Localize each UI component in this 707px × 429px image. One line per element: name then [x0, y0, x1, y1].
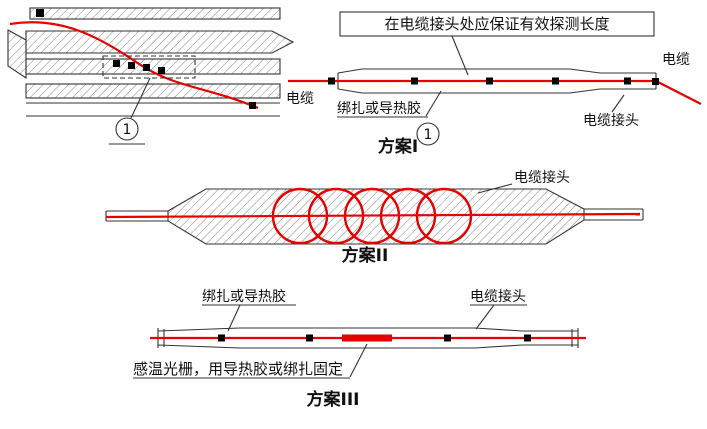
note-box: [339, 11, 655, 37]
grating-leader: [349, 343, 368, 378]
callout-leader: [130, 77, 151, 119]
scheme3-title: 方案III: [307, 389, 360, 410]
binding-leader: [425, 90, 442, 117]
tray-layer-2-arrow: [25, 30, 295, 54]
joint-label: 电缆接头: [470, 288, 526, 305]
joint-leader: [611, 94, 625, 113]
binding-label: 绑扎或导热胶: [202, 288, 286, 305]
fixing-clip: [113, 60, 120, 67]
fiber-cable-red: [105, 212, 641, 219]
fixing-clip: [552, 77, 559, 85]
fixing-clip: [624, 77, 631, 85]
cable-label-left: 电缆: [286, 91, 314, 107]
binding-label: 绑扎或导热胶: [337, 100, 421, 117]
callout-number: 1: [123, 122, 132, 138]
fiber-fix-points: [113, 60, 256, 109]
callout-number: 1: [424, 127, 433, 143]
coil-loop: [415, 187, 473, 245]
joint-leader: [475, 304, 495, 330]
detail-dashed-box: [102, 55, 196, 79]
fixing-clips: [218, 334, 531, 342]
coil-loop: [307, 187, 365, 245]
fixing-clip: [306, 334, 313, 342]
joint-outline: [157, 327, 578, 349]
scheme3: 绑扎或导热胶 电缆接头 感温光栅，用导热胶或绑扎固定 方案III: [133, 288, 586, 410]
note-label: 在电缆接头处应保证有效探测长度: [384, 15, 609, 33]
coil-loop: [379, 187, 437, 245]
joint-label: 电缆接头: [583, 112, 639, 129]
grating-label: 感温光栅，用导热胶或绑扎固定: [133, 360, 343, 378]
fixing-clip: [411, 77, 418, 85]
fixing-clip: [143, 64, 150, 71]
fiber-end-dot: [249, 102, 256, 109]
callout-circle: [115, 117, 139, 141]
callout-circle: [416, 122, 440, 146]
fixing-clip: [486, 77, 493, 85]
coil-loop: [271, 187, 329, 245]
tray-left-slant: [7, 29, 27, 80]
binding-leader: [227, 304, 241, 332]
scheme2-title: 方案II: [342, 245, 389, 266]
fixing-clip: [444, 334, 451, 342]
scheme2: 电缆接头 方案II: [105, 169, 644, 266]
fixing-clip: [36, 9, 44, 17]
fixing-clip: [128, 62, 135, 69]
fixing-clip: [328, 77, 335, 85]
fixing-clip: [158, 67, 165, 74]
joint-outline: [337, 68, 657, 94]
joint-label: 电缆接头: [514, 169, 570, 186]
fiber-coil: [271, 187, 473, 245]
tray-layer-1: [29, 7, 281, 20]
fixing-clip: [524, 334, 531, 342]
scheme1-title: 方案I: [378, 136, 418, 157]
fixing-clip: [652, 78, 659, 85]
tray-detail-view: 1: [7, 7, 295, 145]
tray-layer-4: [25, 83, 281, 99]
cable-label-right: 电缆: [662, 52, 690, 68]
fixing-clip: [218, 334, 225, 342]
fiber-cable-red: [9, 21, 259, 110]
coil-loop: [343, 187, 401, 245]
joint-leader: [477, 183, 513, 194]
scheme1: 在电缆接头处应保证有效探测长度 电缆 电缆 绑扎或导热胶 1 电缆接头 方案I: [286, 11, 702, 157]
fixing-clips: [328, 77, 659, 85]
